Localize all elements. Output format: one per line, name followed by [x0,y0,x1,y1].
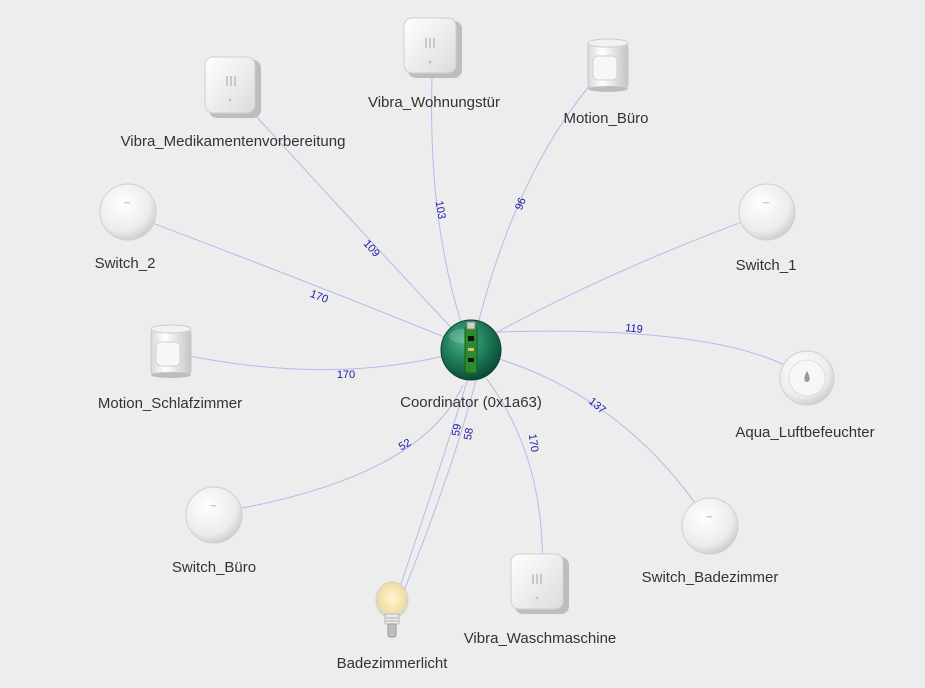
device-vibra-medikamentenvorbereitung[interactable]: Vibra_Medikamentenvorbereitung [121,56,346,150]
vibration-sensor-icon [403,17,462,78]
device-label-switch-2: Switch_2 [95,255,156,272]
device-label-aqua-luftbefeuchter: Aqua_Luftbefeuchter [735,424,874,441]
vibration-sensor-icon [510,553,569,614]
link-label-vibra-waschmaschine: 170 [526,433,540,453]
link-switch-badezimmer [495,357,711,526]
round-button-icon [738,183,796,241]
device-label-vibra-waschmaschine: Vibra_Waschmaschine [464,630,617,647]
device-switch-buero[interactable]: Switch_Büro [172,486,256,576]
link-label-vibra-wohnungstuer: 103 [432,200,447,220]
link-label-badezimmerlicht-2: 58 [462,427,476,441]
device-motion-buero[interactable]: Motion_Büro [563,38,649,127]
device-switch-2[interactable]: Switch_2 [95,183,157,272]
link-switch-1 [489,212,767,337]
link-aqua-luftbefeuchter [497,330,807,378]
device-vibra-wohnungstuer[interactable]: Vibra_Wohnungstür [368,17,500,111]
device-badezimmerlicht[interactable]: Badezimmerlicht [337,581,449,672]
light-bulb-icon [375,581,409,638]
device-label-vibra-medikamentenvorbereitung: Vibra_Medikamentenvorbereitung [121,133,346,150]
link-vibra-medikamentenvorbereitung [254,114,471,349]
round-button-icon [99,183,157,241]
link-motion-schlafzimmer [169,351,445,371]
device-label-motion-schlafzimmer: Motion_Schlafzimmer [98,395,242,412]
usb-stick-icon [440,319,502,381]
device-motion-schlafzimmer[interactable]: Motion_Schlafzimmer [98,324,242,412]
link-label-switch-buero: 52 [397,437,414,454]
link-label-motion-schlafzimmer: 170 [337,369,355,381]
link-switch-buero [213,384,464,514]
round-button-icon [185,486,243,544]
water-leak-sensor-icon [779,350,835,406]
link-label-switch-badezimmer: 137 [586,396,608,417]
device-switch-badezimmer[interactable]: Switch_Badezimmer [642,497,779,586]
link-motion-buero [477,67,606,325]
link-label-vibra-medikamentenvorbereitung: 109 [361,238,382,260]
motion-sensor-icon [150,324,192,378]
vibration-sensor-icon [204,56,261,118]
device-label-badezimmerlicht: Badezimmerlicht [337,655,449,672]
link-badezimmerlicht-2 [395,379,477,611]
device-vibra-waschmaschine[interactable]: Vibra_Waschmaschine [464,553,617,647]
device-aqua-luftbefeuchter[interactable]: Aqua_Luftbefeuchter [735,350,875,441]
round-button-icon [681,497,739,555]
device-switch-1[interactable]: Switch_1 [736,183,797,274]
device-label-motion-buero: Motion_Büro [563,110,648,127]
coordinator-node[interactable]: Coordinator (0x1a63) [400,319,542,411]
coordinator-label: Coordinator (0x1a63) [400,394,542,411]
device-label-switch-buero: Switch_Büro [172,559,256,576]
link-label-switch-2: 170 [308,288,330,306]
link-label-motion-buero: 96 [513,196,529,212]
link-vibra-wohnungstuer [431,77,463,326]
device-label-switch-badezimmer: Switch_Badezimmer [642,569,779,586]
device-label-switch-1: Switch_1 [736,257,797,274]
motion-sensor-icon [587,38,629,92]
link-badezimmerlicht [391,377,469,611]
link-label-aqua-luftbefeuchter: 119 [625,322,644,336]
device-label-vibra-wohnungstuer: Vibra_Wohnungstür [368,94,500,111]
link-label-badezimmerlicht: 59 [450,423,464,437]
link-switch-2 [125,212,467,347]
